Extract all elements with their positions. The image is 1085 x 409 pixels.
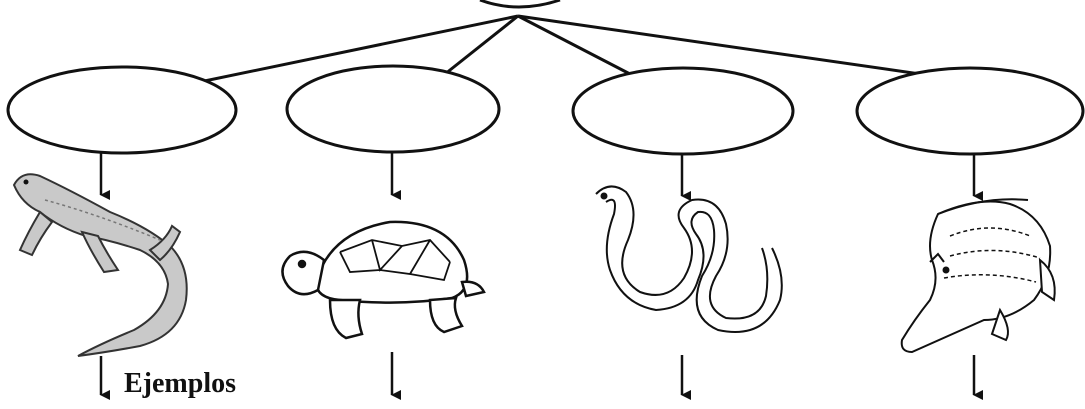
lizard-icon <box>14 174 187 356</box>
category-ovals <box>8 66 1083 154</box>
turtle-icon <box>282 222 484 338</box>
examples-label: Ejemplos <box>124 370 236 398</box>
oval-arrows <box>101 152 974 196</box>
category-oval-3 <box>573 68 793 154</box>
category-oval-2 <box>287 66 499 152</box>
category-oval-4 <box>857 68 1083 154</box>
category-oval-1 <box>8 67 236 153</box>
connector-lines <box>190 16 920 84</box>
snake-icon <box>596 186 782 332</box>
root-node <box>480 0 560 7</box>
connector-line-4 <box>518 16 920 74</box>
crocodile-icon <box>902 199 1055 352</box>
